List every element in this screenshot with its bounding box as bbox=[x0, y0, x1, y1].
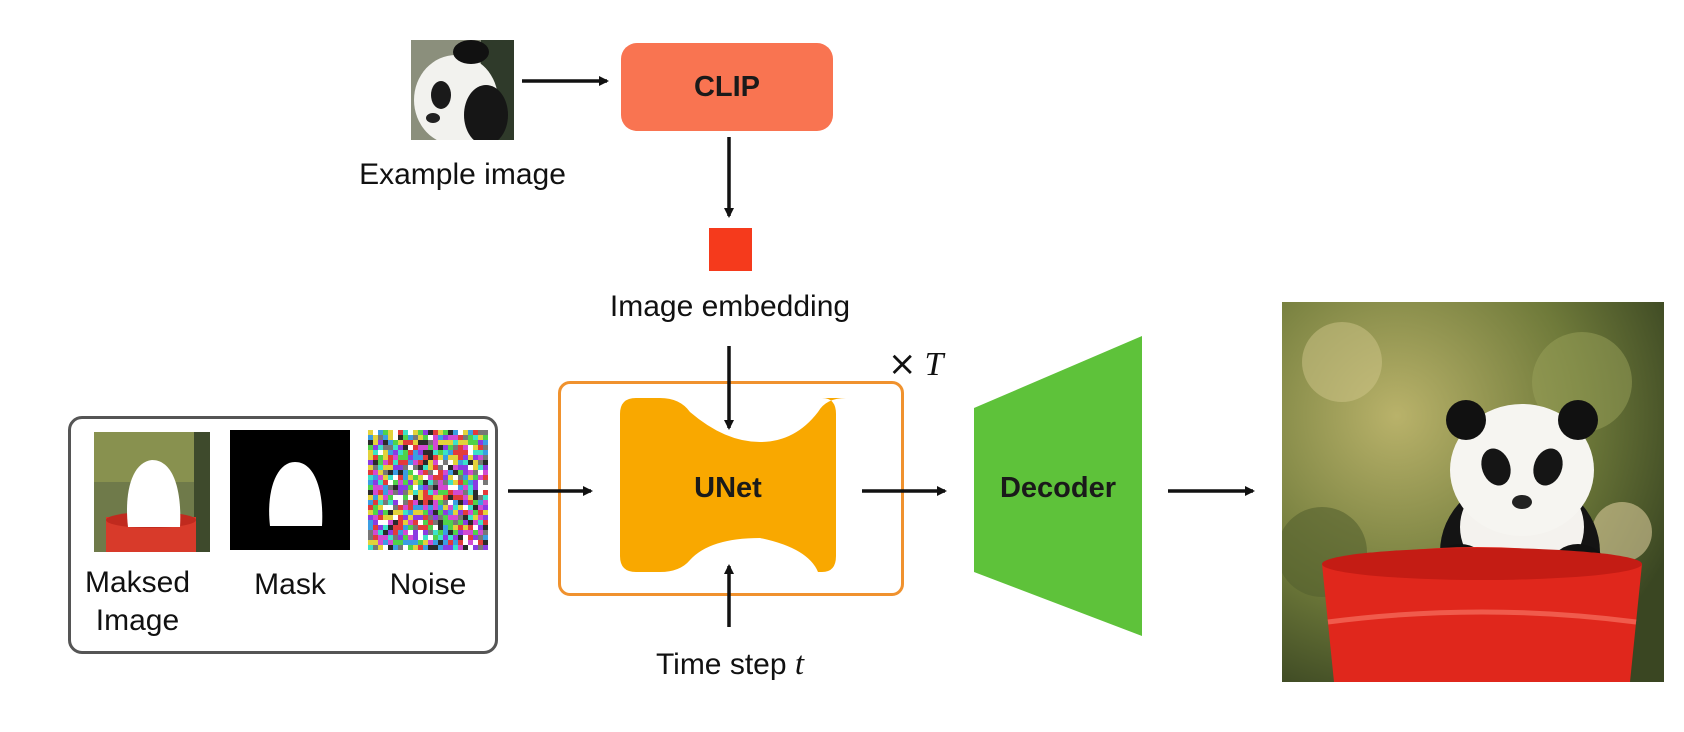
clip-box: CLIP bbox=[621, 43, 833, 131]
mask-image bbox=[230, 430, 350, 550]
generated-panda-icon bbox=[1282, 302, 1664, 682]
timestep-prefix: Time step bbox=[655, 648, 795, 681]
noise-caption: Noise bbox=[389, 568, 467, 601]
example-image bbox=[411, 40, 514, 140]
decoder-label: Decoder bbox=[999, 471, 1117, 504]
example-image-caption: Example image bbox=[359, 158, 566, 191]
unet-label: UNet bbox=[694, 471, 762, 504]
masked-image bbox=[94, 432, 210, 552]
timestep-caption: Time step t bbox=[600, 646, 860, 683]
mask-caption: Mask bbox=[254, 568, 326, 601]
loop-symbol: T bbox=[924, 346, 944, 383]
embedding-caption: Image embedding bbox=[609, 290, 851, 323]
panda-thumbnail-icon bbox=[411, 40, 514, 140]
loop-box bbox=[558, 381, 904, 596]
input-group bbox=[68, 416, 498, 654]
masked-image-caption-line1: Maksed bbox=[84, 566, 191, 599]
loop-label: ×T bbox=[888, 344, 943, 384]
output-image bbox=[1282, 302, 1664, 682]
unet-shape bbox=[620, 398, 846, 572]
mask-shape-icon bbox=[230, 430, 350, 550]
noise-image bbox=[368, 430, 488, 550]
loop-times: × bbox=[888, 344, 917, 384]
noise-pattern-icon bbox=[368, 430, 488, 550]
timestep-symbol: t bbox=[794, 646, 805, 682]
masked-image-caption-line2: Image bbox=[95, 604, 180, 637]
clip-label: CLIP bbox=[693, 70, 761, 103]
decoder-shape bbox=[974, 336, 1142, 636]
embedding-square bbox=[709, 228, 752, 271]
masked-panda-icon bbox=[94, 432, 210, 552]
